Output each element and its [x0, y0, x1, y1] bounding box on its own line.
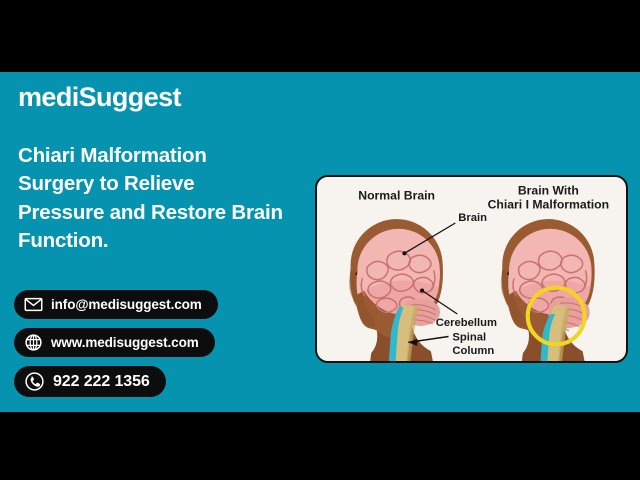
- contact-list: info@medisuggest.com www.medisuggest.com: [14, 290, 304, 406]
- headline-line-4: Function.: [18, 228, 109, 252]
- chiari-brain-figure: [500, 219, 595, 361]
- spinal-column-label-line-2: Column: [452, 345, 494, 357]
- brain-callout: Brain: [402, 212, 487, 256]
- contact-website-text: www.medisuggest.com: [51, 335, 199, 350]
- promo-banner: mediSuggest Chiari Malformation Surgery …: [0, 72, 640, 412]
- brand-logo: mediSuggest: [18, 82, 182, 112]
- chiari-title-line-2: Chiari I Malformation: [488, 197, 610, 211]
- chiari-comparison-diagram: Normal Brain Brain With Chiari I Malform…: [318, 177, 625, 361]
- contact-phone-pill[interactable]: 922 222 1356: [14, 366, 166, 397]
- contact-email-pill[interactable]: info@medisuggest.com: [14, 290, 218, 319]
- spinal-column-label-line-1: Spinal: [452, 331, 486, 343]
- contact-email-text: info@medisuggest.com: [51, 297, 202, 312]
- phone-icon: [25, 372, 44, 391]
- brain-label: Brain: [458, 212, 487, 224]
- chiari-title-line-1: Brain With: [518, 184, 579, 198]
- cerebellum-label: Cerebellum: [436, 317, 497, 329]
- contact-website-pill[interactable]: www.medisuggest.com: [14, 328, 215, 357]
- headline-line-2: Surgery to Relieve: [18, 172, 195, 196]
- contact-phone-text: 922 222 1356: [53, 372, 150, 390]
- envelope-icon: [24, 297, 43, 312]
- illustration-panel: Normal Brain Brain With Chiari I Malform…: [315, 175, 628, 363]
- headline-line-1: Chiari Malformation: [18, 144, 207, 167]
- globe-icon: [25, 334, 42, 351]
- normal-brain-mass: [356, 228, 440, 316]
- spinal-column-callout: Spinal Column: [408, 331, 494, 357]
- cerebellum-callout: Cerebellum: [420, 288, 497, 329]
- page-title: Chiari Malformation Surgery to Relieve P…: [18, 142, 318, 255]
- headline-line-3: Pressure and Restore Brain: [18, 200, 283, 224]
- normal-brain-figure: [349, 219, 443, 361]
- chiari-highlight-circle: [525, 285, 587, 347]
- normal-brain-title: Normal Brain: [358, 189, 435, 203]
